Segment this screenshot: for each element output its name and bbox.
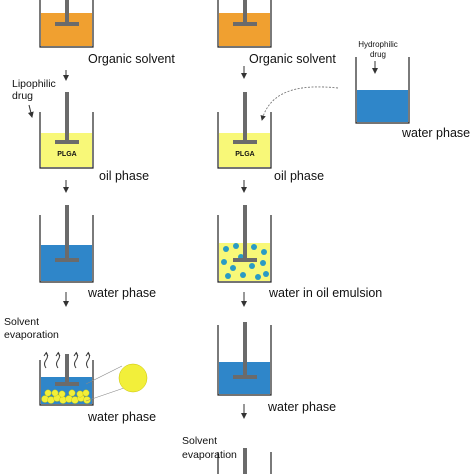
left-column: Organic solvent Lipophilic drug PLGA oil… xyxy=(4,0,175,424)
lipophilic-drug-label-line2: drug xyxy=(12,90,33,102)
left-beaker-nanoparticles xyxy=(39,354,94,406)
left-solvent-evaporation-line1: Solvent xyxy=(4,316,39,328)
right-water-phase-label: water phase xyxy=(267,400,336,414)
right-beaker-oil: PLGA xyxy=(217,92,272,169)
left-plga-label: PLGA xyxy=(57,151,76,158)
right-column: Organic solvent Hydrophilic drug water p… xyxy=(182,0,470,474)
right-beaker-evaporation-partial xyxy=(217,448,272,474)
lipophilic-drug-label-line1: Lipophilic xyxy=(12,78,56,90)
nanoparticle-layer xyxy=(41,389,91,404)
zoom-line-bottom xyxy=(85,387,125,402)
right-plga-label: PLGA xyxy=(235,151,254,158)
right-oil-phase-label: oil phase xyxy=(274,169,324,183)
emulsion-droplets xyxy=(221,243,269,280)
left-beaker-organic xyxy=(39,0,94,48)
hydrophilic-drug-label-line2: drug xyxy=(370,50,386,59)
lipophilic-drug-arrow xyxy=(27,104,34,118)
right-emulsion-label: water in oil emulsion xyxy=(268,286,382,300)
left-beaker-water xyxy=(39,205,94,283)
hydrophilic-drug-label-line1: Hydrophilic xyxy=(358,40,398,49)
left-organic-solvent-label: Organic solvent xyxy=(88,52,175,66)
right-solvent-evaporation-line1: Solvent xyxy=(182,435,217,447)
left-beaker-oil: PLGA xyxy=(39,92,94,169)
left-oil-phase-label: oil phase xyxy=(99,169,149,183)
zoom-line-top xyxy=(85,365,123,385)
right-beaker-emulsion xyxy=(217,205,272,283)
right-organic-solvent-label: Organic solvent xyxy=(249,52,336,66)
evaporation-vapor-marks xyxy=(43,351,91,369)
right-beaker-water xyxy=(217,322,272,396)
right-side-beaker-water xyxy=(355,57,410,124)
right-side-water-phase-label: water phase xyxy=(401,126,470,140)
left-solvent-evaporation-line2: evaporation xyxy=(4,329,59,341)
right-solvent-evaporation-line2: evaporation xyxy=(182,449,237,461)
hydrophilic-transfer-arrow xyxy=(260,86,339,121)
left-final-water-phase-label: water phase xyxy=(87,410,156,424)
left-water-phase-label: water phase xyxy=(87,286,156,300)
magnified-nanoparticle xyxy=(118,363,148,393)
right-beaker-organic xyxy=(217,0,272,48)
